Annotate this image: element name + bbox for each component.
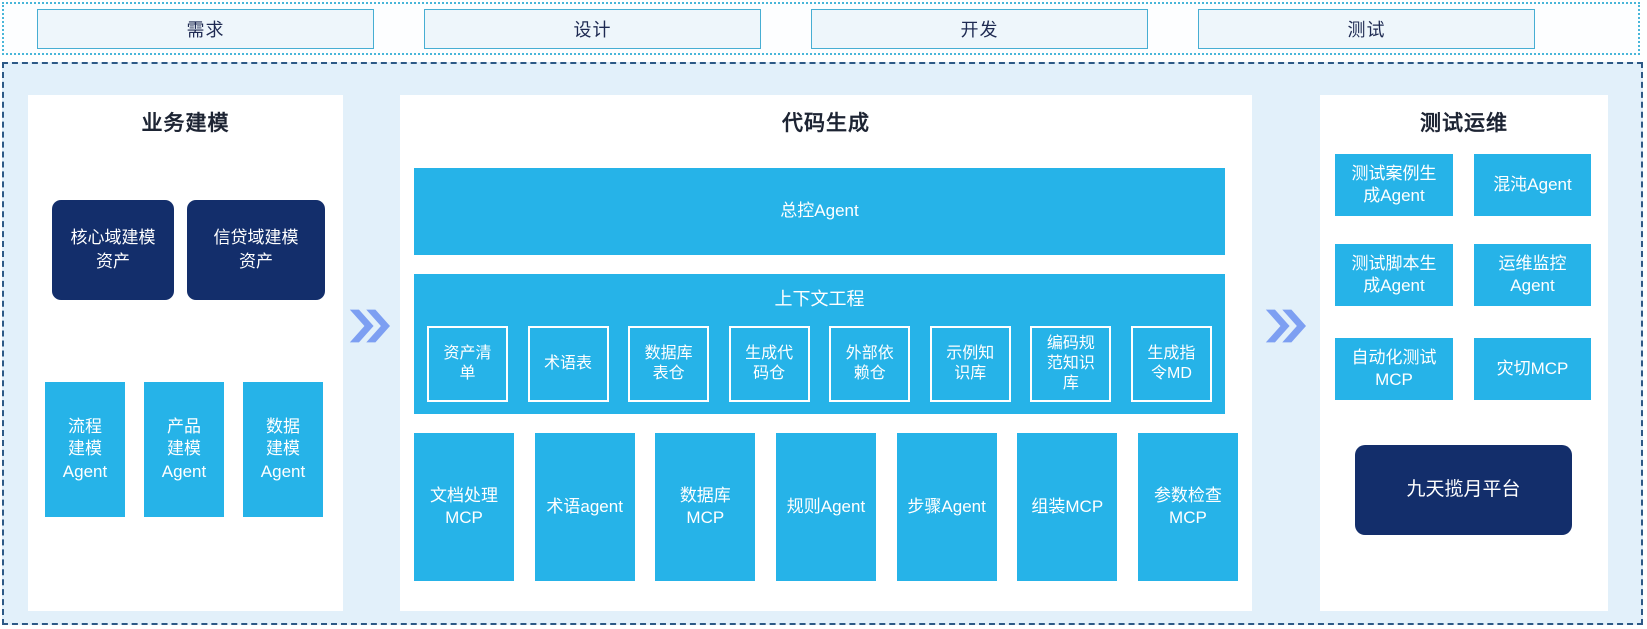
context-block-title: 上下文工程 (774, 289, 865, 309)
box-asset-inventory: 资产清 单 (427, 326, 508, 402)
context-engineering-block: 上下文工程 资产清 单 术语表 数据库 表仓 生成代 码仓 外部依 赖仓 示例知… (414, 274, 1225, 414)
panel-test-operations: 测试运维 测试案例生 成Agent 混沌Agent 测试脚本生 成Agent 运… (1320, 95, 1608, 611)
stage-label: 需求 (186, 19, 225, 40)
box-document-processing-mcp: 文档处理 MCP (414, 433, 514, 581)
box-example-knowledge-base: 示例知 识库 (929, 326, 1011, 402)
box-product-modeling-agent: 产品 建模 Agent (144, 382, 224, 517)
box-master-control-agent: 总控Agent (414, 168, 1225, 255)
panel-title: 代码生成 (782, 112, 870, 135)
double-chevron-icon (348, 308, 390, 344)
stage-box-requirements: 需求 (37, 8, 374, 49)
box-step-agent: 步骤Agent (896, 433, 997, 581)
box-test-script-generation-agent: 测试脚本生 成Agent (1335, 244, 1453, 306)
box-generated-code-repo: 生成代 码仓 (728, 326, 810, 402)
panel-title: 测试运维 (1420, 112, 1508, 135)
box-assembly-mcp: 组装MCP (1017, 433, 1118, 581)
box-jiutian-lanyue-platform: 九天揽月平台 (1355, 445, 1572, 535)
box-external-dependency-repo: 外部依 赖仓 (829, 326, 911, 402)
box-coding-standard-knowledge-base: 编码规 范知识 库 (1030, 326, 1112, 402)
stage-label: 设计 (573, 19, 612, 40)
stage-label: 开发 (960, 19, 999, 40)
box-test-case-generation-agent: 测试案例生 成Agent (1335, 154, 1453, 216)
stage-label: 测试 (1347, 19, 1386, 40)
stage-strip: 需求 设计 开发 测试 (2, 2, 1640, 55)
main-container: 业务建模 核心域建模 资产 信贷域建模 资产 流程 建模 Agent 产品 建模… (2, 62, 1643, 625)
box-ops-monitoring-agent: 运维监控 Agent (1474, 244, 1591, 306)
panel-code-generation: 代码生成 总控Agent 上下文工程 资产清 单 术语表 数据库 表仓 生成代 … (400, 95, 1252, 611)
box-automated-testing-mcp: 自动化测试 MCP (1335, 338, 1453, 400)
stage-box-testing: 测试 (1198, 8, 1535, 49)
box-database-table-repo: 数据库 表仓 (628, 326, 710, 402)
box-core-domain-modeling-assets: 核心域建模 资产 (52, 200, 174, 300)
box-database-mcp: 数据库 MCP (655, 433, 756, 581)
box-glossary-agent: 术语agent (534, 433, 635, 581)
box-data-modeling-agent: 数据 建模 Agent (243, 382, 323, 517)
box-parameter-check-mcp: 参数检查 MCP (1137, 433, 1238, 581)
panel-business-modeling: 业务建模 核心域建模 资产 信贷域建模 资产 流程 建模 Agent 产品 建模… (28, 95, 343, 611)
box-rule-agent: 规则Agent (775, 433, 876, 581)
context-items-row: 资产清 单 术语表 数据库 表仓 生成代 码仓 外部依 赖仓 示例知 识库 编码… (427, 326, 1212, 402)
tools-row: 文档处理 MCP 术语agent 数据库 MCP 规则Agent 步骤Agent… (414, 433, 1238, 581)
box-chaos-agent: 混沌Agent (1474, 154, 1591, 216)
box-process-modeling-agent: 流程 建模 Agent (45, 382, 125, 517)
stage-box-design: 设计 (424, 8, 761, 49)
panel-title: 业务建模 (141, 112, 230, 135)
stage-box-development: 开发 (811, 8, 1148, 49)
box-credit-domain-modeling-assets: 信贷域建模 资产 (187, 200, 325, 300)
box-disaster-switch-mcp: 灾切MCP (1474, 338, 1591, 400)
double-chevron-icon (1264, 308, 1306, 344)
box-glossary: 术语表 (527, 326, 609, 402)
box-generation-instruction-md: 生成指 令MD (1130, 326, 1212, 402)
